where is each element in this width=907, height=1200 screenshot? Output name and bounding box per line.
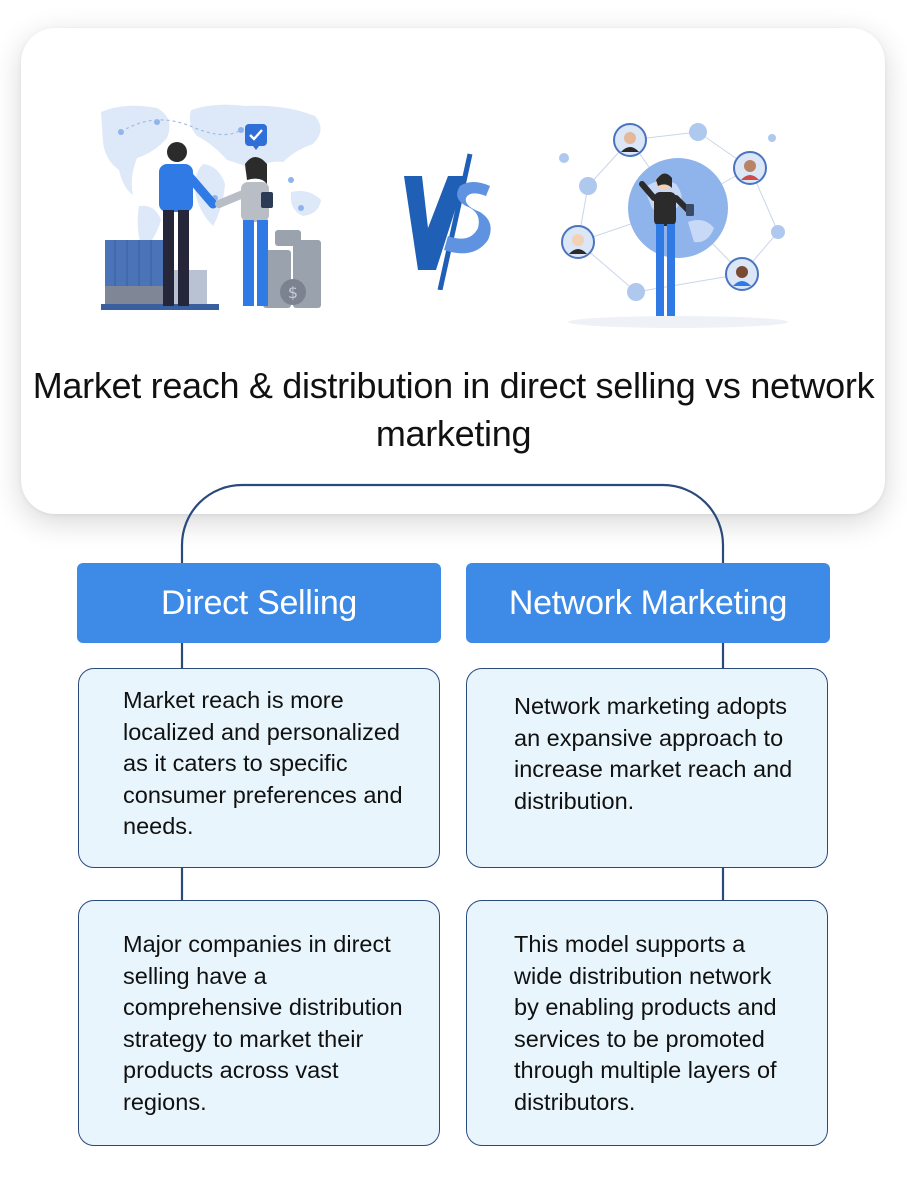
- direct-selling-point-2: Major companies in direct selling have a…: [78, 900, 440, 1146]
- direct-selling-illustration: $: [101, 104, 321, 310]
- network-marketing-illustration: [559, 123, 788, 328]
- direct-selling-point-1: Market reach is more localized and perso…: [78, 668, 440, 868]
- network-marketing-header: Network Marketing: [466, 563, 830, 643]
- direct-selling-point-2-text: Major companies in direct selling have a…: [123, 931, 403, 1115]
- network-marketing-point-2-text: This model supports a wide distribution …: [514, 931, 777, 1115]
- page-title: Market reach & distribution in direct se…: [32, 365, 875, 454]
- svg-text:$: $: [288, 283, 298, 302]
- network-marketing-point-1: Network marketing adopts an expansive ap…: [466, 668, 828, 868]
- vs-icon: [404, 153, 491, 290]
- network-marketing-point-1-text: Network marketing adopts an expansive ap…: [514, 693, 793, 814]
- network-marketing-point-2: This model supports a wide distribution …: [466, 900, 828, 1146]
- direct-selling-point-1-text: Market reach is more localized and perso…: [123, 687, 403, 839]
- direct-selling-header: Direct Selling: [77, 563, 441, 643]
